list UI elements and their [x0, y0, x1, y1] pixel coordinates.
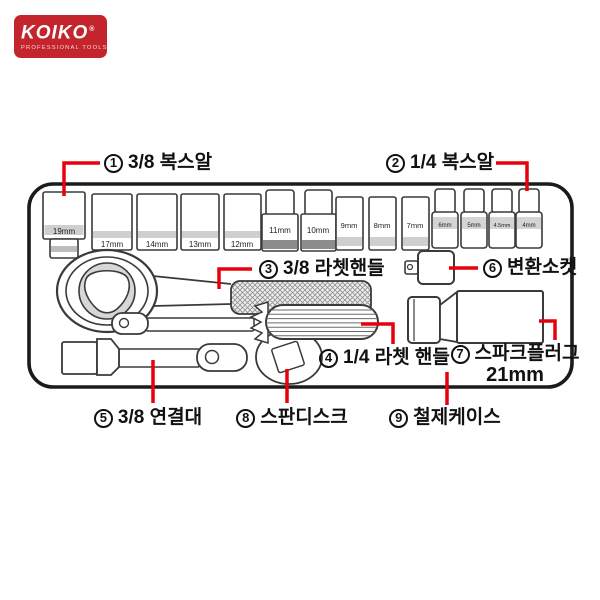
callout-8-number: 8 [236, 408, 256, 428]
svg-text:14mm: 14mm [146, 240, 169, 249]
callout-lines [62, 161, 557, 405]
svg-text:17mm: 17mm [101, 240, 124, 249]
socket-7mm: 7mm [401, 196, 430, 251]
socket-10mm: 10mm [300, 189, 337, 252]
brand-logo: KOIKO® PROFESSIONAL TOOLS [14, 15, 107, 58]
svg-text:12mm: 12mm [231, 240, 254, 249]
callout-4-number: 4 [319, 348, 338, 368]
socket-13mm: 13mm [180, 193, 220, 251]
socket-11mm: 11mm [261, 189, 299, 252]
ribbed-grip [265, 304, 379, 340]
spark-plug-socket [407, 290, 544, 344]
socket-4mm: 4mm [515, 188, 543, 249]
socket-12mm: 12mm [223, 193, 262, 251]
socket-4p5mm: 4.5mm [488, 188, 516, 249]
svg-text:13mm: 13mm [189, 240, 212, 249]
registered-mark: ® [89, 26, 96, 33]
svg-text:5mm: 5mm [467, 223, 480, 229]
socket-14mm: 14mm [136, 193, 178, 251]
socket-9mm: 9mm [335, 196, 364, 251]
callout-line-3 [217, 267, 252, 289]
socket-17mm: 17mm [91, 193, 133, 251]
callout-5-number: 5 [93, 408, 113, 428]
callout-6-number: 6 [483, 258, 502, 278]
svg-text:4.5mm: 4.5mm [494, 223, 511, 229]
callout-9-number: 9 [389, 408, 409, 428]
callout-line-2 [496, 161, 529, 191]
ratchet-handle-3-8 [55, 248, 372, 334]
svg-text:10mm: 10mm [307, 226, 330, 235]
socket-row: 19mm 17mm 14mm 13mm 12mm [42, 188, 543, 259]
svg-text:19mm: 19mm [53, 227, 76, 236]
callout-line-7 [539, 319, 557, 340]
svg-text:6mm: 6mm [438, 223, 451, 229]
ratchet-handle-1-4 [111, 300, 379, 345]
collet [249, 300, 269, 345]
span-disc [255, 329, 323, 385]
callout-7-size: 21mm [486, 364, 544, 386]
callout-1-number: 1 [104, 153, 123, 173]
svg-text:7mm: 7mm [407, 221, 424, 230]
callout-line-4 [361, 322, 395, 344]
socket-6mm: 6mm [431, 188, 459, 249]
extension-bar [61, 338, 248, 376]
socket-5mm: 5mm [460, 188, 488, 249]
callout-line-1 [62, 161, 100, 196]
brand-name: KOIKO® [21, 22, 96, 44]
svg-text:8mm: 8mm [374, 221, 391, 230]
adapter-socket [404, 250, 455, 285]
callout-7-number: 7 [450, 344, 470, 364]
socket-19mm: 19mm [42, 191, 86, 259]
svg-text:11mm: 11mm [269, 226, 291, 235]
socket-8mm: 8mm [368, 196, 397, 251]
svg-text:4mm: 4mm [522, 223, 535, 229]
brand-tagline: PROFESSIONAL TOOLS [21, 45, 108, 52]
callout-2-number: 2 [386, 153, 405, 173]
svg-text:9mm: 9mm [341, 221, 358, 230]
callout-3-number: 3 [259, 259, 278, 279]
